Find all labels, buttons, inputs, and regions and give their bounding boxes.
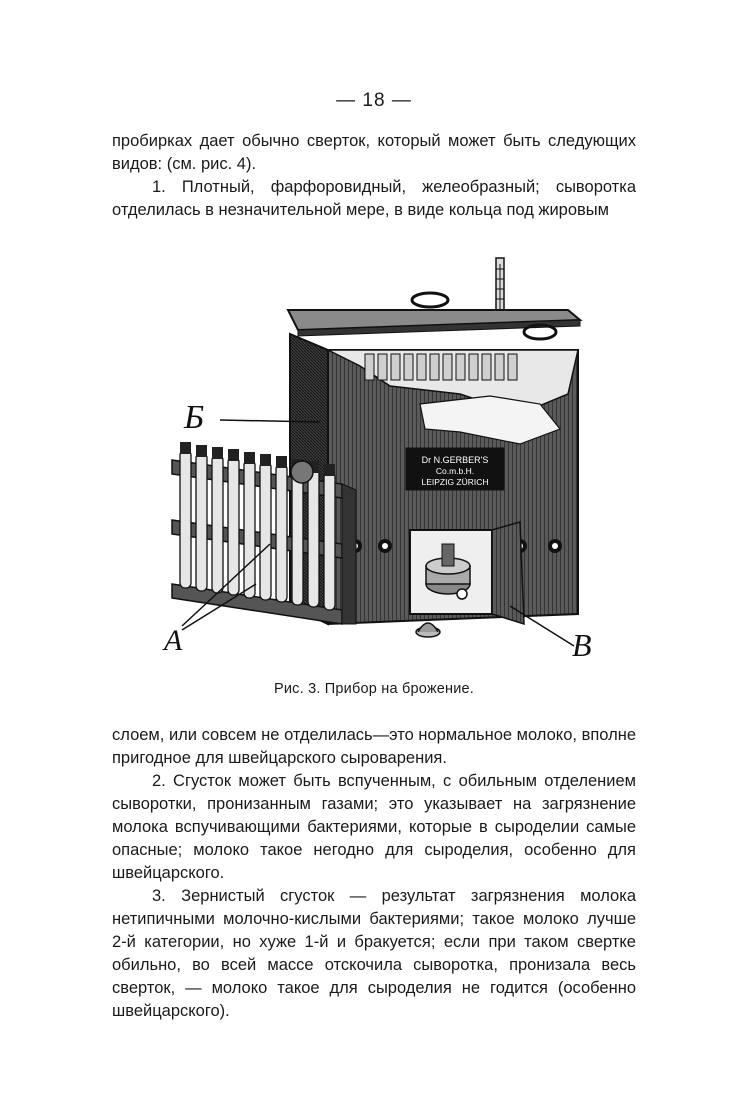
- text-block-top: пробирках дает обычно сверток, который м…: [112, 130, 636, 222]
- figure-caption: Рис. 3. Прибор на брожение.: [274, 681, 474, 697]
- thermometer: [495, 257, 505, 317]
- paragraph: 3. Зернистый сгусток — результат загрязн…: [112, 887, 636, 1020]
- label-a: А: [162, 624, 183, 657]
- lamp: [425, 543, 471, 600]
- plate-line: Dr N.GERBER'S: [422, 455, 489, 465]
- paragraph: пробирках дает обычно сверток, который м…: [112, 132, 636, 173]
- figure-apparatus: Dr N.GERBER'S Co.m.b.H. LEIPZIG ZÜRICH: [160, 254, 600, 664]
- tube-rack: [171, 442, 357, 625]
- label-b: Б: [183, 399, 204, 436]
- plate-line: LEIPZIG ZÜRICH: [421, 477, 488, 487]
- label-v: В: [572, 627, 592, 663]
- lid: [286, 291, 583, 341]
- apparatus-illustration: Dr N.GERBER'S Co.m.b.H. LEIPZIG ZÜRICH: [162, 257, 592, 663]
- cap-on-floor: [415, 622, 441, 638]
- paragraph: 2. Сгусток может быть вспученным, с обил…: [112, 772, 636, 882]
- plate-line: Co.m.b.H.: [436, 466, 474, 476]
- page-number: — 18 —: [336, 90, 412, 111]
- paragraph: 1. Плотный, фарфоровидный, желеобразный;…: [112, 178, 636, 219]
- paragraph: слоем, или совсем не отделилась—это норм…: [112, 726, 636, 767]
- makers-plate: Dr N.GERBER'S Co.m.b.H. LEIPZIG ZÜRICH: [405, 447, 505, 491]
- text-block-bottom: слоем, или совсем не отделилась—это норм…: [112, 724, 636, 1023]
